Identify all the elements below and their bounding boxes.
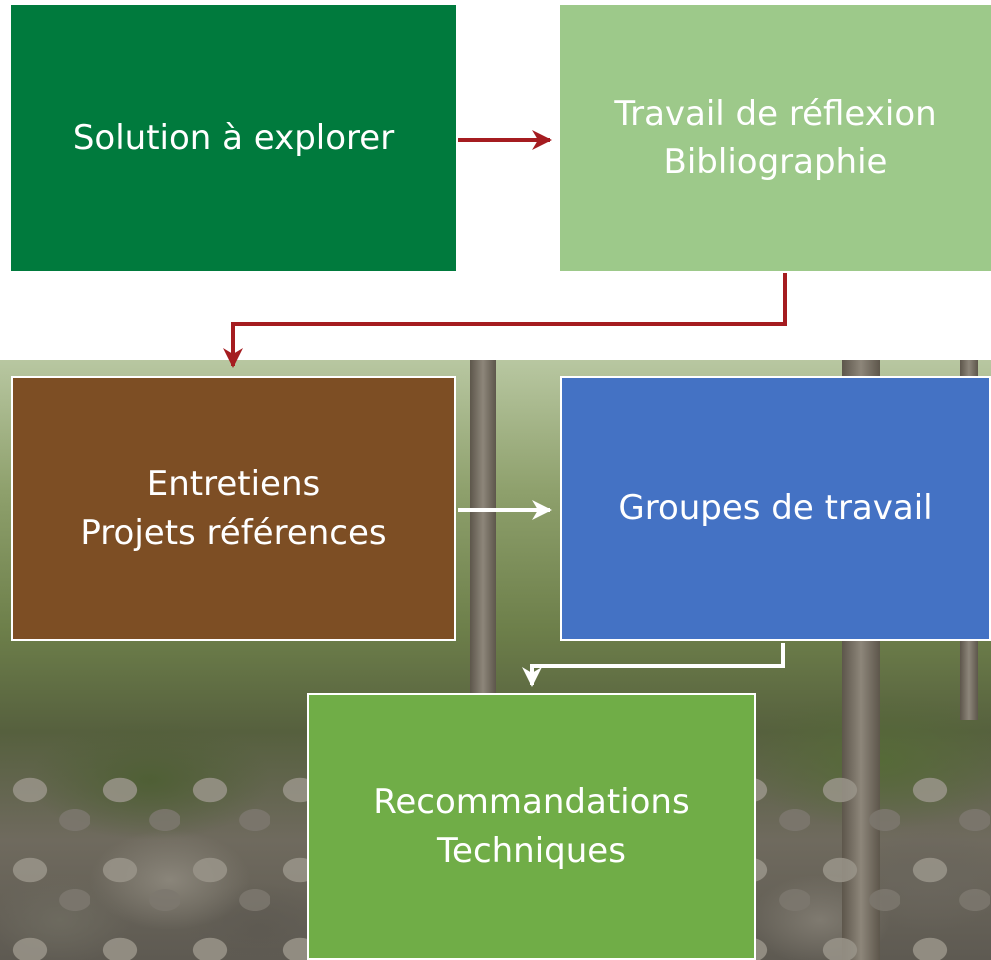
step-travail-label: Travail de réflexion	[614, 93, 937, 134]
step-groupes-label: Groupes de travail	[618, 488, 933, 529]
step-groupes-de-travail: Groupes de travail	[560, 376, 991, 641]
step-recommandations-label: Recommandations	[373, 782, 690, 823]
step-techniques-label: Techniques	[437, 830, 626, 871]
step-entretiens: Entretiens Projets références	[11, 376, 456, 641]
step-solution-label: Solution à explorer	[72, 117, 395, 158]
step-solution-a-explorer: Solution à explorer	[11, 5, 456, 271]
arrow-groupes-to-reco	[522, 643, 785, 687]
step-travail-de-reflexion: Travail de réflexion Bibliographie	[560, 5, 991, 271]
step-projets-label: Projets références	[80, 512, 387, 553]
step-recommandations-techniques: Recommandations Techniques	[307, 693, 756, 960]
step-bibliographie-label: Bibliographie	[663, 142, 888, 182]
arrow-travail-to-entretiens	[223, 273, 787, 368]
step-entretiens-label: Entretiens	[146, 464, 321, 505]
